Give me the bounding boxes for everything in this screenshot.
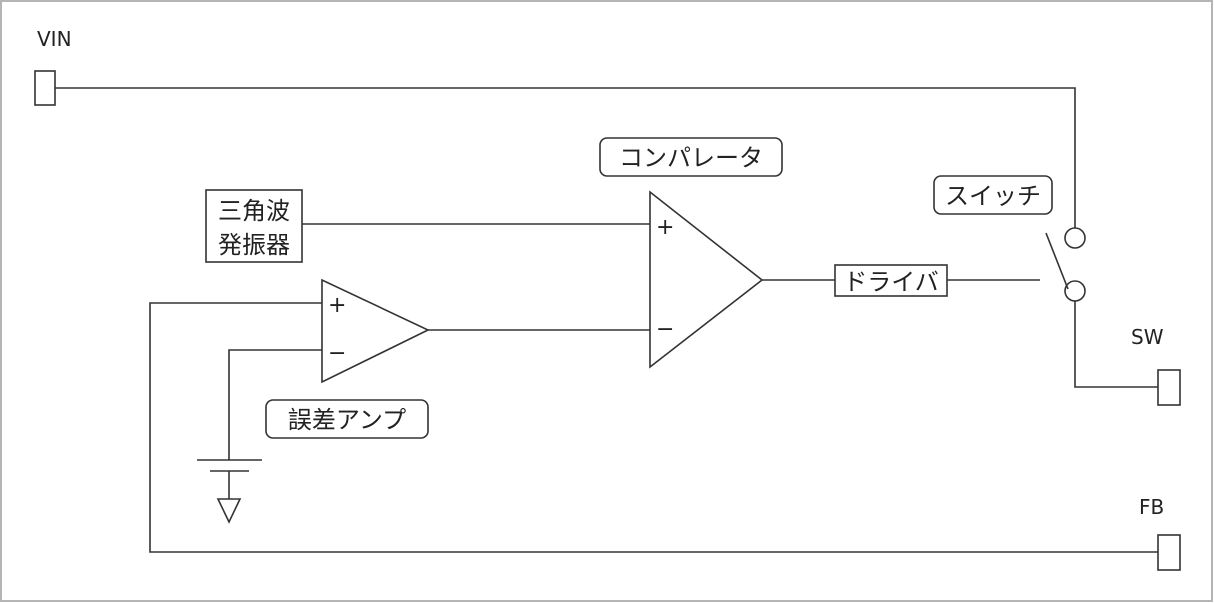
- error-amp-label: 誤差アンプ: [288, 406, 406, 434]
- ground-symbol: [216, 498, 242, 524]
- sw-pin-label: SW: [1131, 325, 1164, 349]
- switch-label: スイッチ: [945, 182, 1041, 210]
- error-amp-plus-sign: +: [328, 293, 346, 318]
- switch-lower-contact: [1064, 280, 1086, 302]
- error-amp-triangle: [321, 278, 430, 384]
- oscillator-label-line1: 三角波: [218, 197, 290, 225]
- comparator-triangle: [649, 190, 764, 369]
- comparator-plus-sign: +: [656, 215, 674, 240]
- comparator-label-box: [599, 137, 783, 177]
- fb-pin-terminal: [1157, 534, 1181, 571]
- vin-supply-wire: [55, 87, 1076, 228]
- comparator-minus-sign: −: [656, 317, 674, 342]
- error-amp-label-box: [265, 399, 429, 439]
- sw-pin-terminal: [1157, 369, 1181, 406]
- switch-label-box: [933, 175, 1053, 215]
- sw-output-wire: [1074, 301, 1158, 388]
- fb-pin-label: FB: [1139, 495, 1164, 519]
- vin-pin-label: VIN: [37, 27, 72, 51]
- oscillator-label-line2: 発振器: [218, 231, 290, 259]
- feedback-wire: [149, 302, 1158, 553]
- switch-upper-contact: [1064, 227, 1086, 249]
- switch-blade: [1045, 232, 1069, 290]
- comparator-label: コンパレータ: [619, 144, 763, 172]
- oscillator-box: [205, 189, 303, 263]
- driver-box: [834, 264, 948, 297]
- error-amp-minus-sign: −: [328, 341, 346, 366]
- reference-wire: [228, 349, 322, 460]
- driver-label: ドライバ: [843, 268, 939, 296]
- vin-pin-terminal: [34, 70, 56, 106]
